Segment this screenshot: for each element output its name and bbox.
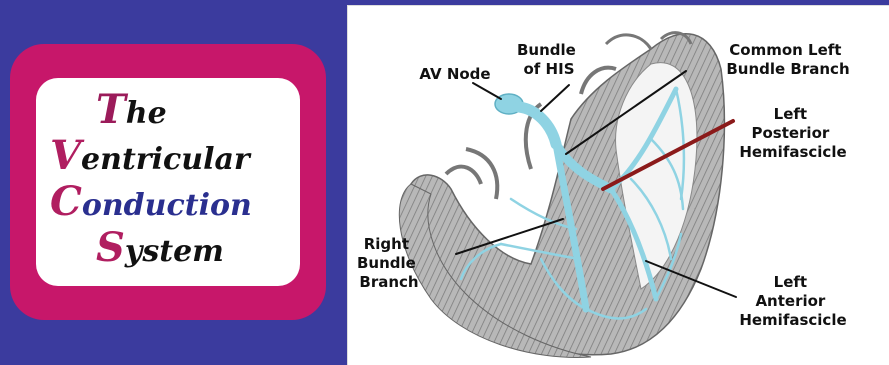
title-card-frame: The Ventricular Conduction System — [10, 44, 326, 320]
label-left-posterior-line3: Hemifascicle — [739, 143, 846, 161]
label-common-left-bundle: Common Left Bundle Branch — [726, 41, 849, 78]
diagram-panel: AV Node Bundle of HIS Common Left Bundle… — [348, 6, 889, 365]
title-rest-4: ystem — [125, 234, 224, 269]
label-av-node-line1: AV Node — [419, 65, 490, 83]
label-his-line1: Bundle — [517, 41, 576, 59]
label-av-node: AV Node — [419, 65, 490, 83]
title-initial-t: T — [96, 86, 126, 133]
title-line-3: Conduction — [50, 178, 252, 225]
label-left-anterior: Left Anterior Hemifascicle — [739, 273, 846, 329]
label-left-anterior-line3: Hemifascicle — [739, 311, 846, 329]
title-line-4: System — [96, 224, 224, 271]
label-common-left-line1: Common Left — [729, 41, 841, 59]
title-line-2: Ventricular — [50, 132, 250, 179]
label-his-line2: of HIS — [524, 60, 575, 78]
heart-diagram: AV Node Bundle of HIS Common Left Bundle… — [351, 9, 888, 362]
label-right-bundle-line2: Bundle — [357, 254, 416, 272]
right-valve-leaflets — [446, 149, 497, 199]
label-left-anterior-line1: Left — [774, 273, 807, 291]
label-left-anterior-line2: Anterior — [755, 292, 825, 310]
his-pointer — [541, 85, 569, 111]
title-card: The Ventricular Conduction System — [36, 78, 300, 286]
title-initial-v: V — [50, 132, 81, 179]
title-initial-s: S — [96, 224, 125, 271]
label-right-bundle-line3: Branch — [359, 273, 418, 291]
title-initial-c: C — [50, 178, 82, 225]
label-common-left-line2: Bundle Branch — [726, 60, 849, 78]
title-rest-1: he — [126, 96, 167, 131]
label-left-posterior-line2: Posterior — [751, 124, 829, 142]
title-line-1: The — [96, 86, 167, 133]
title-rest-3: onduction — [82, 188, 252, 223]
label-right-bundle: Right Bundle Branch — [357, 235, 421, 291]
title-rest-2: entricular — [81, 142, 250, 177]
label-bundle-of-his: Bundle of HIS — [517, 41, 581, 78]
label-left-posterior: Left Posterior Hemifascicle — [739, 105, 846, 161]
label-left-posterior-line1: Left — [774, 105, 807, 123]
av-node-pointer — [473, 83, 501, 99]
label-right-bundle-line1: Right — [364, 235, 409, 253]
